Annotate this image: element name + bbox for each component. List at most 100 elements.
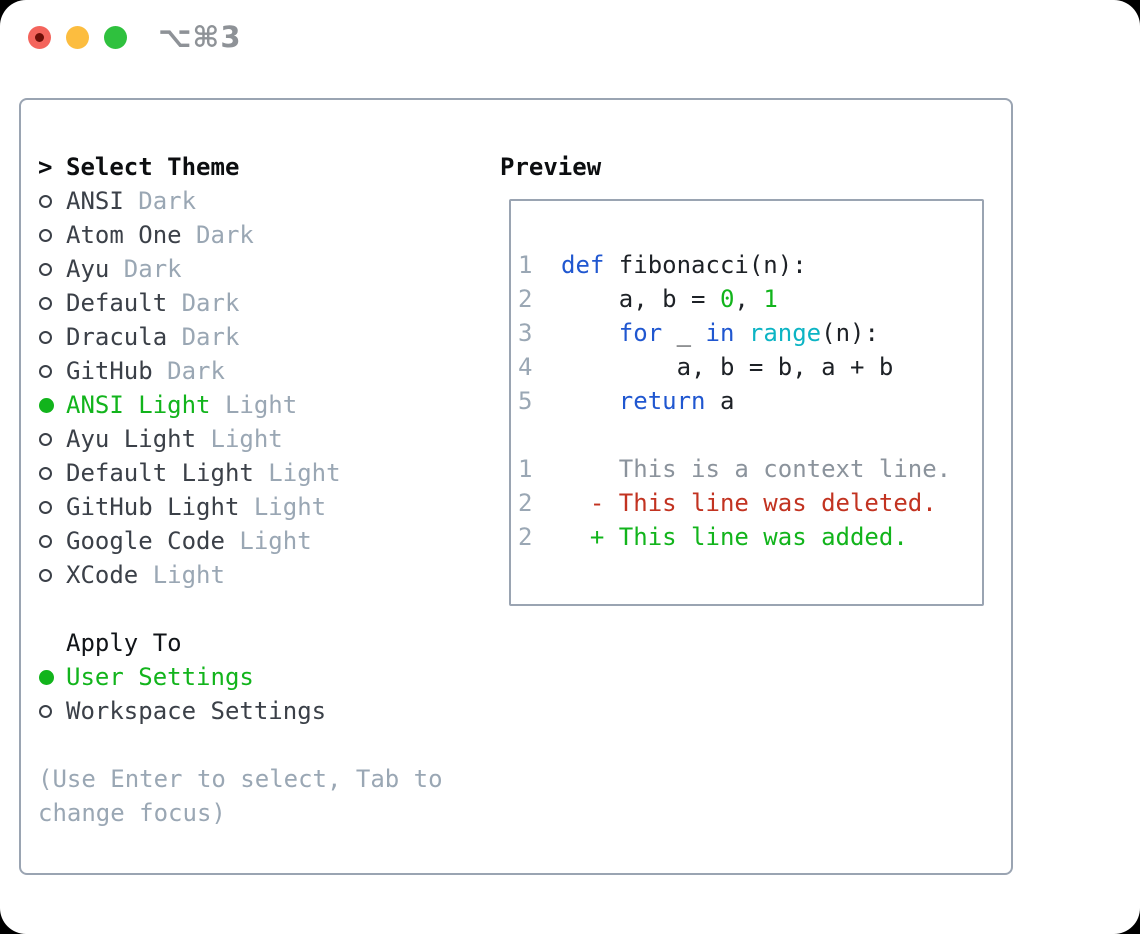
line-number: 4 xyxy=(518,353,533,381)
theme-variant-tag: Light xyxy=(210,391,298,419)
line-number: 1 xyxy=(518,251,533,279)
theme-variant-tag: Dark xyxy=(109,255,182,283)
code-line xyxy=(518,418,982,452)
theme-option-ansi[interactable]: ANSI Dark xyxy=(38,184,478,218)
code-token xyxy=(561,319,619,347)
code-token: (n): xyxy=(821,319,879,347)
code-line: 2 + This line was added. xyxy=(518,520,982,554)
code-token: _ xyxy=(662,319,706,347)
theme-option-default-light[interactable]: Default Light Light xyxy=(38,456,478,490)
spacer xyxy=(38,728,478,762)
theme-variant-tag: Light xyxy=(239,493,327,521)
line-number: 2 xyxy=(518,285,533,313)
titlebar: ⌥⌘3 xyxy=(28,20,242,54)
theme-option-dracula[interactable]: Dracula Dark xyxy=(38,320,478,354)
close-button[interactable] xyxy=(28,25,51,49)
apply-option-label: User Settings xyxy=(66,663,254,691)
theme-option-default[interactable]: Default Dark xyxy=(38,286,478,320)
focus-caret-icon: > xyxy=(38,153,53,181)
minimize-button[interactable] xyxy=(66,25,89,49)
theme-option-atom-one[interactable]: Atom One Dark xyxy=(38,218,478,252)
theme-variant-tag: Dark xyxy=(167,289,240,317)
radio-icon xyxy=(39,330,52,344)
theme-option-ansi-light[interactable]: ANSI Light Light xyxy=(38,388,478,422)
line-number: 2 xyxy=(518,523,533,551)
code-token: a, b = xyxy=(561,285,720,313)
theme-option-ayu-light[interactable]: Ayu Light Light xyxy=(38,422,478,456)
radio-icon xyxy=(39,534,52,548)
radio-icon xyxy=(39,432,52,446)
preview-title: Preview xyxy=(500,153,602,181)
code-token: 1 xyxy=(763,285,778,313)
line-number: 5 xyxy=(518,387,533,415)
code-line: 2 a, b = 0, 1 xyxy=(518,282,982,316)
theme-name: Ayu xyxy=(66,255,110,283)
theme-name: Atom One xyxy=(66,221,182,249)
code-token: in xyxy=(705,319,735,347)
preview-pane: 1 def fibonacci(n): 2 a, b = 0, 1 3 for _ i… xyxy=(509,199,984,606)
code-token: , xyxy=(734,285,764,313)
code-line: 5 return a xyxy=(518,384,982,418)
theme-name: GitHub Light xyxy=(66,493,240,521)
zoom-button[interactable] xyxy=(104,25,127,49)
apply-to-header: Apply To xyxy=(38,626,478,660)
code-token: - This line was deleted. xyxy=(561,489,937,517)
theme-name: ANSI Light xyxy=(66,391,211,419)
theme-option-github-light[interactable]: GitHub Light Light xyxy=(38,490,478,524)
radio-icon xyxy=(39,364,52,378)
line-number: 1 xyxy=(518,455,533,483)
window-shortcut-label: ⌥⌘3 xyxy=(158,20,242,54)
code-line: 4 a, b = b, a + b xyxy=(518,350,982,384)
code-token: This is a context line. xyxy=(561,455,952,483)
apply-option-label: Workspace Settings xyxy=(66,697,327,725)
code-line: 2 - This line was deleted. xyxy=(518,486,982,520)
apply-option-user-settings[interactable]: User Settings xyxy=(38,660,478,694)
radio-selected-icon xyxy=(39,669,54,685)
theme-variant-tag: Dark xyxy=(152,357,225,385)
theme-variant-tag: Light xyxy=(224,527,312,555)
select-theme-title: Select Theme xyxy=(66,153,240,181)
radio-icon xyxy=(39,466,52,480)
code-token: return xyxy=(618,387,706,415)
code-token: a xyxy=(705,387,735,415)
radio-icon xyxy=(39,262,52,276)
code-token: a, b = b, a + b xyxy=(561,353,894,381)
radio-icon xyxy=(39,704,52,718)
apply-option-workspace-settings[interactable]: Workspace Settings xyxy=(38,694,478,728)
radio-icon xyxy=(39,296,52,310)
help-text-line-2: change focus) xyxy=(38,799,226,827)
theme-name: XCode xyxy=(66,561,139,589)
theme-name: Google Code xyxy=(66,527,225,555)
code-token: range xyxy=(748,319,822,347)
theme-name: Default xyxy=(66,289,168,317)
theme-option-xcode[interactable]: XCode Light xyxy=(38,558,478,592)
theme-option-github[interactable]: GitHub Dark xyxy=(38,354,478,388)
theme-name: Dracula xyxy=(66,323,168,351)
code-token: for xyxy=(618,319,663,347)
apply-to-title: Apply To xyxy=(66,629,182,657)
theme-variant-tag: Light xyxy=(253,459,341,487)
line-number: 2 xyxy=(518,489,533,517)
theme-option-ayu[interactable]: Ayu Dark xyxy=(38,252,478,286)
theme-variant-tag: Light xyxy=(196,425,283,453)
code-token: + This line was added. xyxy=(561,523,908,551)
code-token: fibonacci(n): xyxy=(604,251,807,279)
code-token: def xyxy=(561,251,605,279)
select-theme-header: > Select Theme xyxy=(38,150,478,184)
theme-variant-tag: Light xyxy=(138,561,225,589)
radio-selected-icon xyxy=(39,397,54,413)
theme-variant-tag: Dark xyxy=(167,323,240,351)
theme-option-google-code[interactable]: Google Code Light xyxy=(38,524,478,558)
code-token xyxy=(734,319,748,347)
theme-name: GitHub xyxy=(66,357,153,385)
theme-variant-tag: Dark xyxy=(181,221,254,249)
theme-variant-tag: Dark xyxy=(123,187,197,215)
radio-icon xyxy=(39,194,52,208)
code-token: 0 xyxy=(719,285,735,313)
line-number: 3 xyxy=(518,319,533,347)
radio-icon xyxy=(39,228,52,242)
